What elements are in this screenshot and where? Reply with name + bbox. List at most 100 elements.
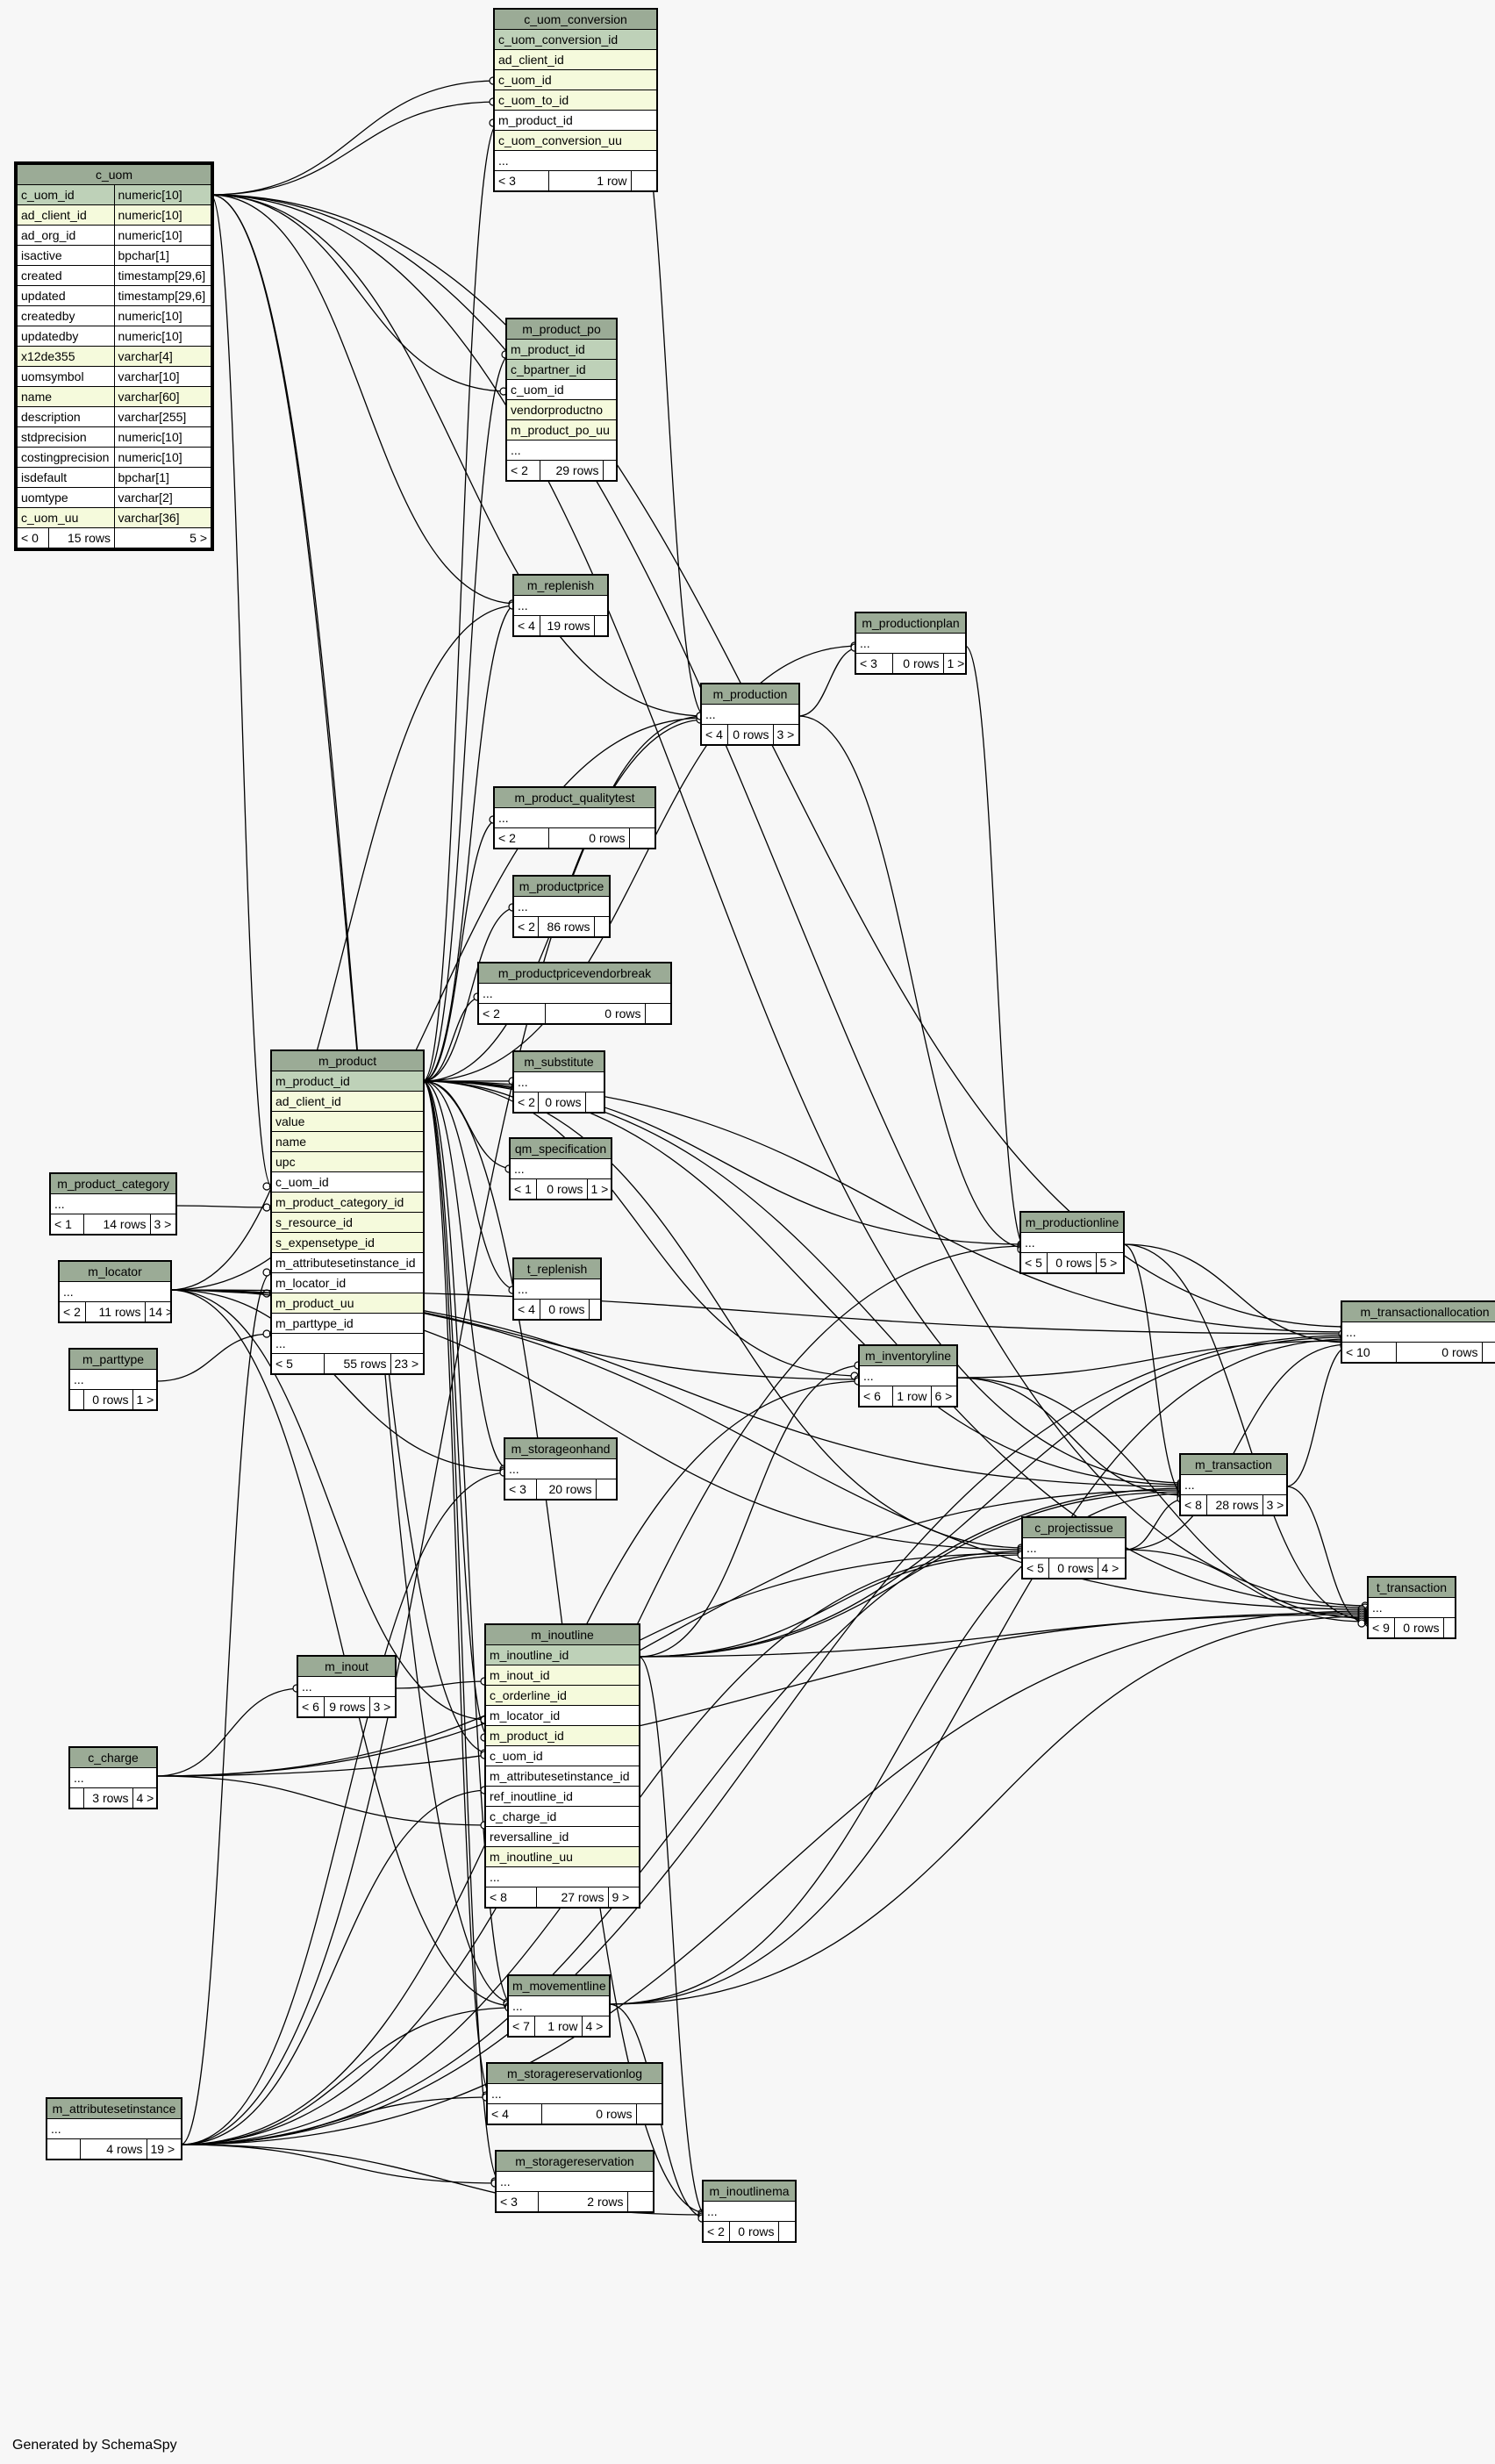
table-header: m_productionplan bbox=[855, 612, 967, 634]
row-count: 2 rows bbox=[537, 2191, 628, 2213]
parents-count: < 10 bbox=[1341, 1342, 1397, 1364]
column-type: numeric[10] bbox=[113, 225, 213, 246]
relationship-edge bbox=[422, 1080, 490, 1738]
column-name: s_expensetype_id bbox=[270, 1232, 425, 1253]
children-count: 14 > bbox=[144, 1301, 172, 1323]
table-row: c_charge_id bbox=[484, 1806, 640, 1827]
children-count: 1 > bbox=[132, 1389, 158, 1411]
relationship-edge bbox=[964, 645, 1027, 1250]
children-count: 23 > bbox=[390, 1353, 425, 1375]
table-header: c_uom bbox=[15, 162, 213, 185]
column-name: c_uom_id bbox=[270, 1171, 425, 1193]
column-name: c_uom_conversion_uu bbox=[493, 130, 658, 151]
table-row: m_product_category_id bbox=[270, 1192, 425, 1213]
relationship-edge bbox=[422, 1080, 501, 2182]
relationship-edge bbox=[210, 194, 519, 605]
table-row: c_orderline_id bbox=[484, 1685, 640, 1706]
row-count: 0 rows bbox=[891, 653, 944, 675]
column-name: ... bbox=[493, 150, 658, 171]
table-header: m_productionline bbox=[1019, 1211, 1125, 1233]
relationship-edge bbox=[180, 2144, 501, 2184]
children-count bbox=[602, 460, 618, 482]
table-row: vendorproductno bbox=[505, 399, 618, 420]
relationship-edge bbox=[169, 1289, 510, 1472]
relationship-edge bbox=[1285, 1345, 1350, 1487]
table-row: m_attributesetinstance_id bbox=[484, 1766, 640, 1787]
column-name: c_uom_id bbox=[505, 379, 618, 400]
column-type: bpchar[1] bbox=[113, 467, 213, 488]
relationship-edge bbox=[1124, 1343, 1350, 1551]
parents-count: < 4 bbox=[700, 724, 728, 746]
table-header: m_substitute bbox=[512, 1050, 605, 1072]
children-count bbox=[595, 1479, 618, 1501]
column-name: name bbox=[15, 386, 115, 407]
relationship-edge bbox=[210, 194, 273, 1187]
column-name: value bbox=[270, 1111, 425, 1132]
relationship-edge bbox=[155, 1333, 273, 1382]
parents-count[interactable]: < 0 bbox=[18, 528, 49, 548]
column-name: c_charge_id bbox=[484, 1806, 640, 1827]
relationship-edge bbox=[422, 1080, 519, 1291]
relationship-edge bbox=[180, 1335, 1350, 2145]
table-header: t_transaction bbox=[1367, 1576, 1456, 1598]
column-name: uomsymbol bbox=[15, 366, 115, 387]
parents-count: < 3 bbox=[493, 170, 549, 192]
children-count: 9 > bbox=[607, 1887, 640, 1909]
parents-count: < 4 bbox=[512, 615, 540, 637]
table-row: m_inoutline_uu bbox=[484, 1846, 640, 1867]
column-name: name bbox=[270, 1131, 425, 1152]
row-count: 4 rows bbox=[79, 2138, 147, 2160]
row-count: 1 row bbox=[547, 170, 632, 192]
column-name: c_bpartner_id bbox=[505, 359, 618, 380]
column-name: m_inout_id bbox=[484, 1665, 640, 1686]
relationship-edge bbox=[422, 1080, 492, 2096]
column-name: stdprecision bbox=[15, 426, 115, 448]
parents-count: < 6 bbox=[297, 1696, 325, 1718]
table-row: m_locator_id bbox=[484, 1705, 640, 1726]
children-count: 3 > bbox=[772, 724, 800, 746]
parents-count: < 1 bbox=[509, 1178, 537, 1200]
table-row: ... bbox=[270, 1333, 425, 1354]
table-row: m_inoutline_id bbox=[484, 1644, 640, 1665]
column-name: m_attributesetinstance_id bbox=[484, 1766, 640, 1787]
column-name: c_uom_to_id bbox=[493, 90, 658, 111]
relationship-edge bbox=[608, 1338, 1350, 2005]
